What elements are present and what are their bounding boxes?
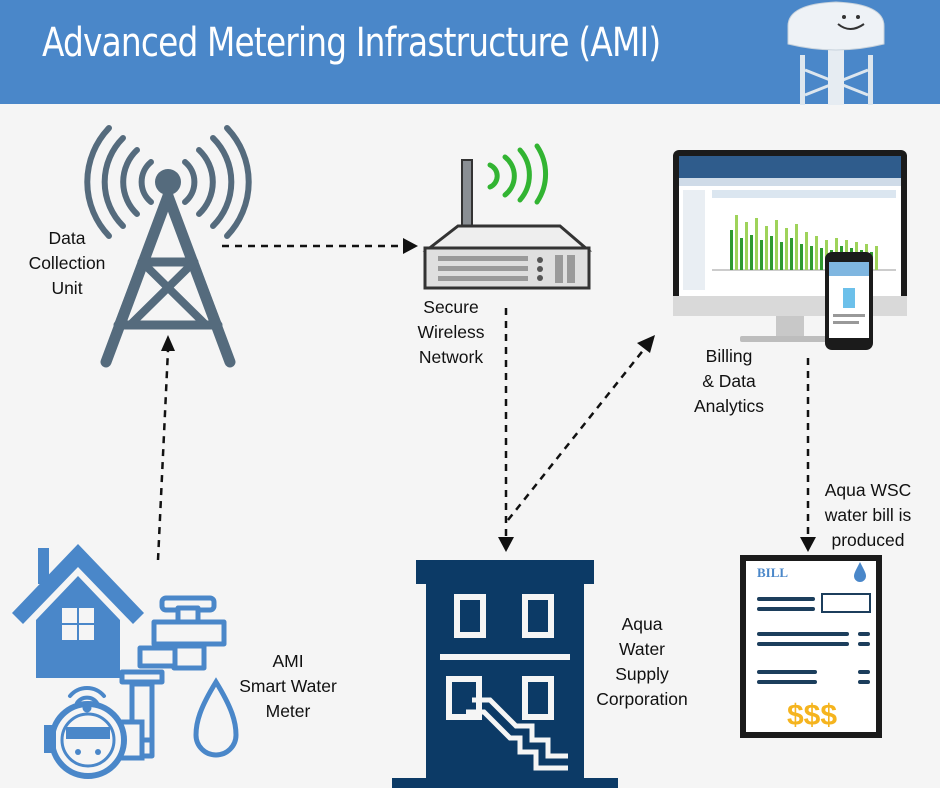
meter-wifi-icon (68, 685, 106, 713)
bill-document-icon: BILL $$$ (740, 555, 882, 738)
radio-tower-icon (84, 125, 252, 368)
bill-heading: BILL (757, 565, 788, 580)
page-title: Advanced Metering Infrastructure (AMI) (42, 20, 661, 66)
water-meter-icon (44, 701, 145, 779)
header-bar: Advanced Metering Infrastructure (AMI) (0, 0, 940, 104)
building-icon (392, 560, 618, 788)
bill-amount: $$$ (787, 699, 837, 732)
arrow-building-to-billing (507, 347, 646, 521)
label-bill-produced: Aqua WSC water bill is produced (824, 480, 912, 550)
smartphone-icon (825, 252, 873, 350)
router-icon (422, 143, 593, 290)
arrowheads (161, 238, 816, 552)
wifi-signal-icon (487, 143, 549, 205)
arrow-meter-to-tower (156, 349, 170, 561)
label-aqua-wsc: Aqua Water Supply Corporation (596, 614, 688, 709)
label-smart-meter: AMI Smart Water Meter (239, 651, 337, 721)
house-icon (12, 544, 144, 678)
label-secure-wireless-network: Secure Wireless Network (417, 297, 485, 367)
water-drop-icon (193, 677, 239, 758)
label-billing-analytics: Billing & Data Analytics (693, 346, 765, 416)
label-data-collection-unit: Data Collection Unit (28, 228, 106, 298)
water-tower-icon (787, 1, 885, 105)
